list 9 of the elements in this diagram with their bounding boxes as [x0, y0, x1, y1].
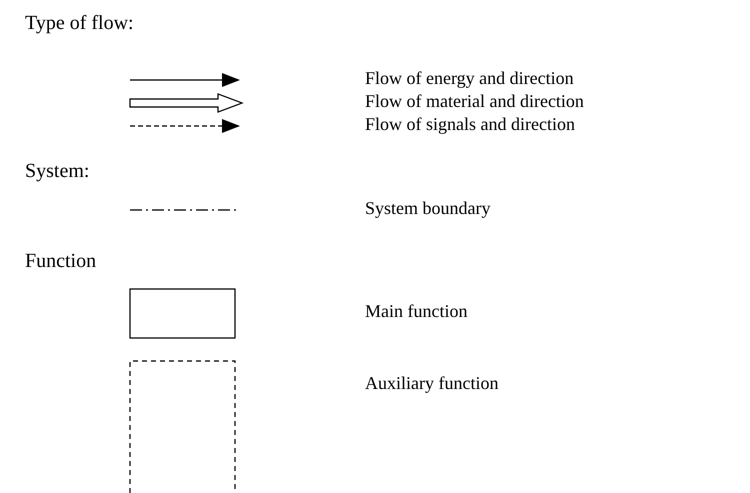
section-heading: Type of flow:	[25, 12, 134, 35]
legend-label: System boundary	[365, 198, 490, 219]
legend-label: Main function	[365, 301, 468, 322]
legend-label: Flow of material and direction	[365, 91, 584, 112]
legend-label: Flow of signals and direction	[365, 114, 575, 135]
section-heading: System:	[25, 160, 90, 183]
section-heading: Function	[25, 250, 96, 273]
legend-label: Flow of energy and direction	[365, 68, 574, 89]
legend-label: Auxiliary function	[365, 373, 498, 394]
